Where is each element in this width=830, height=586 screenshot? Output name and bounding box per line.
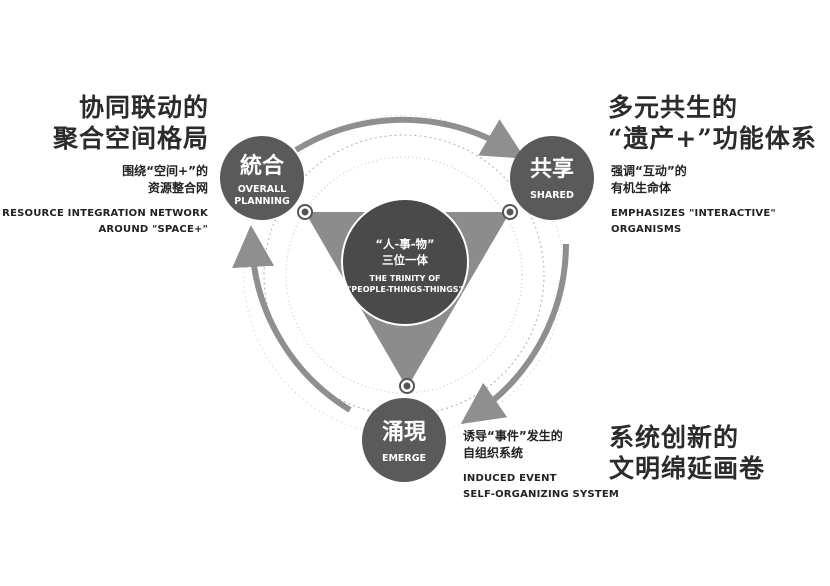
top-right-en-line1: EMPHASIZES "INTERACTIVE" [611,208,776,219]
node-shared: 共享 SHARED [510,136,594,220]
node-overall-planning: 統合 OVERALL PLANNING [220,136,304,220]
node-overall-cn: 統合 [240,153,285,179]
center-cn-line2: 三位一体 [382,253,428,267]
bottom-en-line1: INDUCED EVENT [463,473,557,484]
top-right-en-line2: ORGANISMS [611,224,682,235]
top-left-cn-line2: 资源整合网 [147,181,208,195]
bottom-cn-line2: 自组织系统 [463,446,524,460]
top-left-en-line2: AROUND "SPACE+" [98,224,208,235]
vertex-dot-right [502,204,518,220]
node-overall-en-line2: PLANNING [234,196,290,207]
top-left-heading-line2: 聚合空间格局 [52,124,209,153]
node-overall-en-line1: OVERALL [238,184,286,195]
arrow-emerge-to-overall [232,225,352,413]
arrow-overall-to-shared [294,116,526,159]
vertex-dot-bottom [399,378,415,394]
bottom-en-caption: INDUCED EVENT SELF-ORGANIZING SYSTEM [463,471,619,503]
inner-dotted-ring [263,134,545,416]
top-right-en-caption: EMPHASIZES "INTERACTIVE" ORGANISMS [611,206,776,238]
center-en-line1: THE TRINITY OF [370,274,441,283]
top-left-cn-line1: 围绕“空间+”的 [122,164,208,178]
node-emerge: 涌現 EMERGE [362,398,446,482]
vertex-dot-left [297,204,313,220]
top-left-heading: 协同联动的 聚合空间格局 [53,92,209,154]
node-emerge-en: EMERGE [382,453,426,464]
bottom-heading-line2: 文明绵延画卷 [609,454,766,483]
top-right-cn-line2: 有机生命体 [611,181,672,195]
top-right-heading-line1: 多元共生的 [608,93,739,122]
top-left-cn-caption: 围绕“空间+”的 资源整合网 [122,163,208,197]
trinity-center-circle [341,198,469,326]
bottom-heading: 系统创新的 文明绵延画卷 [609,422,765,484]
center-en-line2: "PEOPLE-THINGS-THINGS" [347,285,462,294]
node-shared-cn: 共享 [530,156,574,182]
top-right-heading-line2: “遗产+”功能体系 [608,124,817,153]
bottom-heading-line1: 系统创新的 [609,423,740,452]
top-right-heading: 多元共生的 “遗产+”功能体系 [608,92,817,154]
bottom-cn-caption: 诱导“事件”发生的 自组织系统 [463,428,563,462]
top-left-en-line1: RESOURCE INTEGRATION NETWORK [2,208,208,219]
bottom-cn-line1: 诱导“事件”发生的 [463,429,563,443]
arrow-shared-to-emerge [460,243,569,424]
node-shared-en: SHARED [530,190,574,201]
inner-dotted-ring-2 [285,156,523,394]
node-emerge-cn: 涌現 [382,419,426,445]
top-right-cn-line1: 强调“互动”的 [611,164,687,178]
top-right-cn-caption: 强调“互动”的 有机生命体 [611,163,687,197]
bottom-en-line2: SELF-ORGANIZING SYSTEM [463,489,619,500]
center-cn-line1: “人-事-物” [375,237,434,251]
top-left-en-caption: RESOURCE INTEGRATION NETWORK AROUND "SPA… [2,206,208,238]
top-left-heading-line1: 协同联动的 [78,93,209,122]
